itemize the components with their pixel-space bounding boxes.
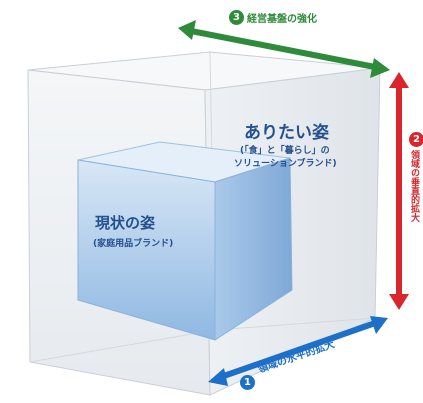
axis-2-number-badge: 2 [409,132,423,147]
ideal-state-subtitle-line2: ソリューションブランド) [234,159,337,169]
current-state-subtitle: (家庭用品ブランド) [93,239,174,249]
ideal-state-subtitle-line1: (「食」と「暮らし」の [240,146,330,156]
current-state-title: 現状の姿 [95,214,156,232]
axis-3-label: 経営基盤の強化 [247,14,317,25]
inner-cube-side [214,157,293,341]
axis-3-number-badge: 3 [229,10,244,25]
axis-2-label: 領域の垂直的拡大 [409,150,419,222]
axis-1-number-badge: 1 [240,375,255,390]
ideal-state-title: ありたい姿 [244,123,329,143]
